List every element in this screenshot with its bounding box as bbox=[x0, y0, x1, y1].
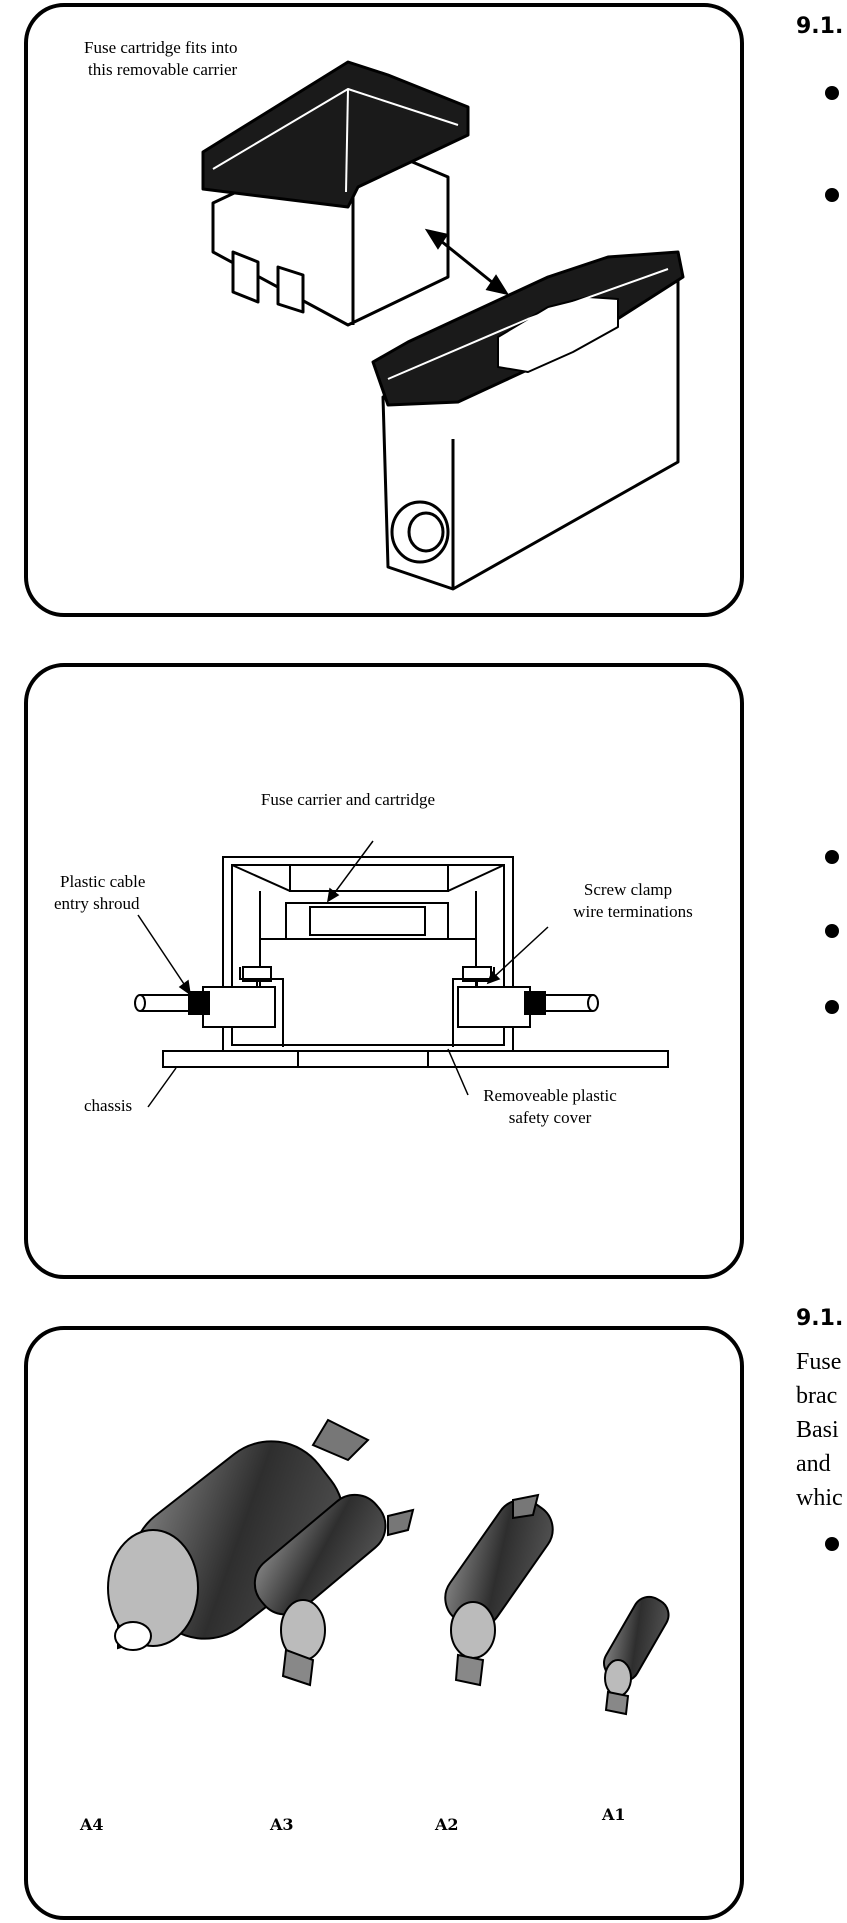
screw-clamp-label-line1: Screw clamp bbox=[583, 880, 673, 899]
fuse-label-a4: A4 bbox=[80, 1815, 104, 1834]
fuse-label-a3: A3 bbox=[270, 1815, 294, 1834]
shroud-label-line2: entry shroud bbox=[54, 894, 140, 913]
paragraph-line: whic bbox=[796, 1485, 843, 1511]
shroud-label-line1: Plastic cable bbox=[60, 872, 146, 891]
paragraph-line: Basi bbox=[796, 1417, 839, 1443]
bullet-dot bbox=[825, 1000, 839, 1014]
fuse-label-a2: A2 bbox=[435, 1815, 459, 1834]
section-heading-top: 9.1. bbox=[796, 14, 844, 39]
bullet-dot bbox=[825, 924, 839, 938]
carrier-caption-line2: this removable carrier bbox=[88, 60, 238, 79]
cover-label-line2: safety cover bbox=[508, 1108, 592, 1127]
section-paragraph: Fuse brac Basi and whic bbox=[796, 1345, 843, 1515]
paragraph-line: and bbox=[796, 1451, 831, 1477]
fuse-carrier-panel: Fuse cartridge fits into this removable … bbox=[24, 3, 744, 617]
screw-clamp-label-line2: wire terminations bbox=[573, 902, 693, 921]
fuse-section-drawing bbox=[134, 840, 669, 1108]
carrier-cartridge-label: Fuse carrier and cartridge bbox=[260, 790, 436, 809]
bullet-dot bbox=[825, 850, 839, 864]
bullet-dot bbox=[825, 188, 839, 202]
bullet-dot bbox=[825, 1537, 839, 1551]
cover-label-line1: Removeable plastic bbox=[483, 1086, 617, 1105]
fuse-sizes-drawing bbox=[107, 1418, 670, 1716]
paragraph-line: Fuse bbox=[796, 1349, 842, 1375]
chassis-label: chassis bbox=[84, 1096, 133, 1115]
fuse-label-a1: A1 bbox=[602, 1805, 626, 1824]
paragraph-line: brac bbox=[796, 1383, 838, 1409]
fuse-section-panel: Fuse carrier and cartridge Plastic cable… bbox=[24, 663, 744, 1279]
fuse-sizes-panel: A4 A3 A2 A1 bbox=[24, 1326, 744, 1920]
fuse-carrier-drawing bbox=[201, 60, 685, 591]
section-heading-bottom: 9.1. bbox=[796, 1306, 844, 1331]
carrier-caption-line1: Fuse cartridge fits into bbox=[84, 38, 238, 57]
bullet-dot bbox=[825, 86, 839, 100]
